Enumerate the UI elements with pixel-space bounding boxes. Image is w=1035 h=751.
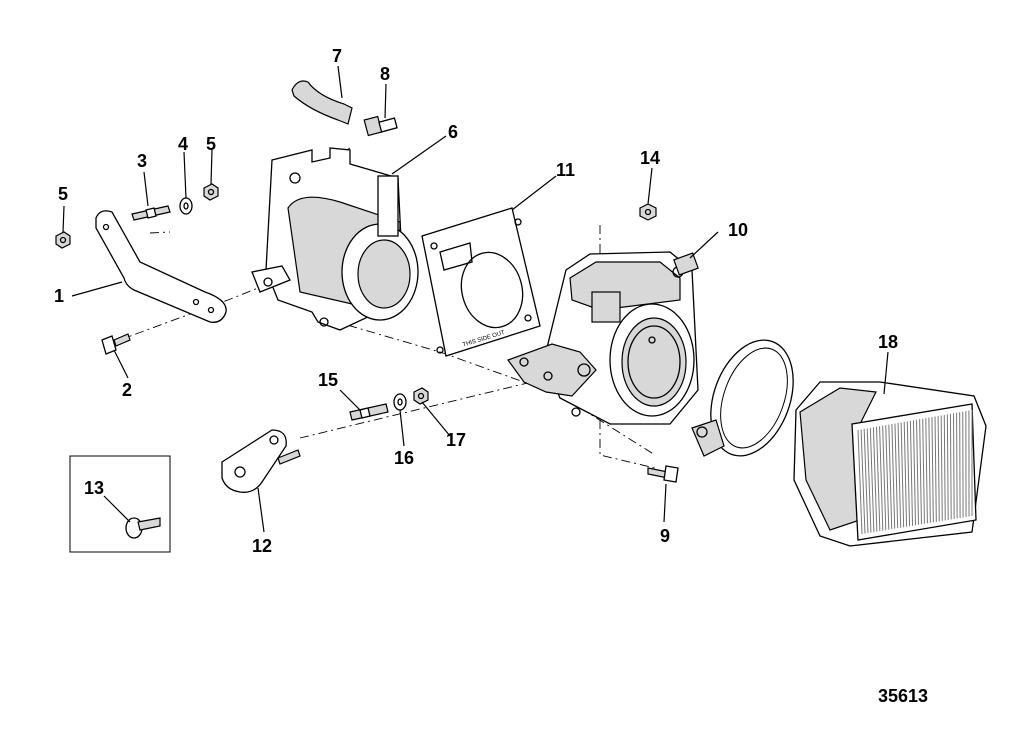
filter-fin — [879, 426, 884, 531]
filter-fin — [934, 416, 937, 522]
part-2-bolt — [101, 333, 131, 355]
part-18-air-filter — [793, 381, 987, 547]
part-4-washer — [179, 197, 193, 215]
callout-9: 9 — [660, 526, 670, 546]
filter-fin — [888, 424, 893, 530]
part-10-throttle-body — [507, 251, 699, 425]
hose-clamp — [691, 339, 794, 457]
filter-fin — [946, 414, 949, 520]
part-5-nut-upper — [203, 183, 219, 201]
part-15-stud — [349, 403, 389, 421]
filter-fin — [857, 429, 863, 535]
part-5-nut-lower — [55, 231, 71, 249]
filter-fin — [937, 415, 940, 522]
inset-frame — [69, 455, 171, 553]
part-7-hose — [291, 80, 353, 125]
callout-15: 15 — [318, 370, 338, 390]
callout-3: 3 — [137, 151, 147, 171]
callout-1: 1 — [54, 286, 64, 306]
filter-fin — [916, 419, 919, 525]
filter-fin — [906, 421, 911, 527]
filter-fin — [931, 417, 934, 523]
filter-fin — [869, 427, 875, 533]
part-6-adapter — [251, 147, 419, 331]
callout-13: 13 — [84, 478, 104, 498]
filter-fin — [956, 412, 958, 519]
callout-7: 7 — [332, 46, 342, 66]
callout-5-upper: 5 — [206, 134, 216, 154]
callout-10: 10 — [728, 220, 748, 240]
filter-fin — [903, 421, 908, 527]
part-1-bracket — [95, 210, 227, 323]
filter-fin — [860, 429, 866, 534]
filter-fin — [919, 419, 922, 525]
part-8-fitting — [363, 115, 398, 137]
filter-fin — [872, 427, 878, 532]
filter-fin — [891, 424, 896, 529]
filter-fin — [909, 420, 914, 526]
filter-fin — [863, 428, 869, 534]
filter-fin — [922, 418, 925, 524]
part-11-gasket: THIS SIDE OUT — [421, 207, 541, 357]
filter-fin — [866, 428, 872, 533]
filter-fin — [882, 425, 887, 531]
callout-5-lower: 5 — [58, 184, 68, 204]
callout-17: 17 — [446, 430, 466, 450]
filter-fin — [885, 425, 890, 530]
figure-number: 35613 — [878, 686, 928, 706]
callout-12: 12 — [252, 536, 272, 556]
callout-8: 8 — [380, 64, 390, 84]
part-13-inset — [69, 455, 171, 553]
callout-2: 2 — [122, 380, 132, 400]
callout-16: 16 — [394, 448, 414, 468]
callout-18: 18 — [878, 332, 898, 352]
callout-4: 4 — [178, 134, 188, 154]
callout-labels: 1 2 3 4 5 5 6 7 8 9 10 11 12 13 14 15 16… — [54, 46, 898, 556]
filter-fin — [949, 413, 952, 520]
part-16-washer — [393, 393, 407, 411]
filter-fin — [943, 414, 946, 521]
filter-fin — [894, 423, 899, 529]
part-17-nut — [413, 387, 429, 405]
part-9-bolt — [647, 465, 679, 483]
callout-6: 6 — [448, 122, 458, 142]
leader-lines — [62, 65, 889, 533]
filter-fin — [900, 422, 905, 528]
filter-fin — [940, 415, 943, 521]
filter-fin — [925, 418, 928, 524]
callout-11: 11 — [556, 160, 575, 180]
part-12-bracket — [221, 429, 301, 493]
filter-fins — [857, 410, 973, 535]
part-14-nut — [639, 203, 657, 221]
part-3-stud — [131, 205, 171, 221]
callout-14: 14 — [640, 148, 660, 168]
filter-fin — [912, 420, 917, 526]
filter-fin — [953, 413, 955, 519]
filter-fin — [897, 422, 902, 528]
filter-fin — [875, 426, 881, 532]
filter-fin — [928, 417, 931, 523]
